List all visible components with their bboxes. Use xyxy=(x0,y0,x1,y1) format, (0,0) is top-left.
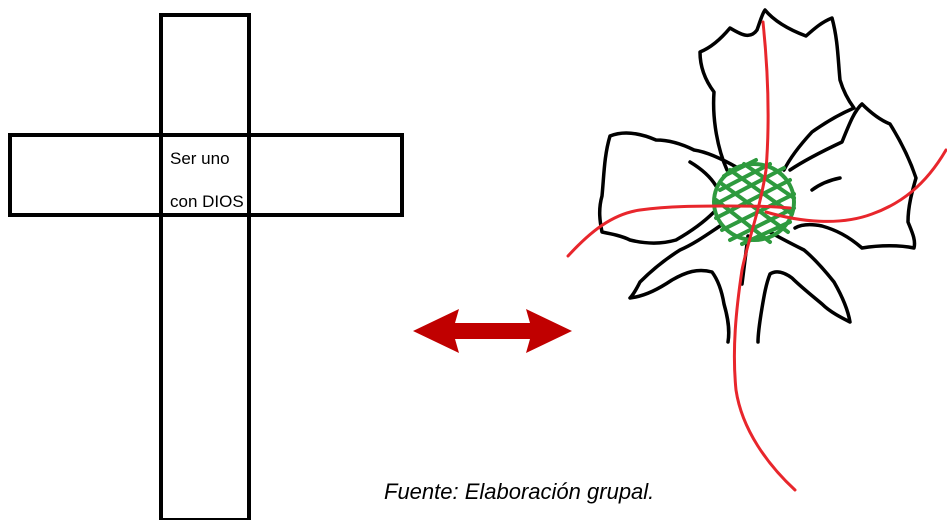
source-caption: Fuente: Elaboración grupal. xyxy=(384,479,655,504)
double-arrow-icon xyxy=(413,309,572,353)
cross-horizontal-bar xyxy=(8,133,404,217)
cross-text-line1: Ser uno xyxy=(170,149,230,168)
cross-shape xyxy=(8,13,404,520)
flower-sketch-icon xyxy=(566,8,947,492)
cross-vertical-bar xyxy=(159,13,251,520)
cross-text-line2: con DIOS xyxy=(170,192,244,211)
